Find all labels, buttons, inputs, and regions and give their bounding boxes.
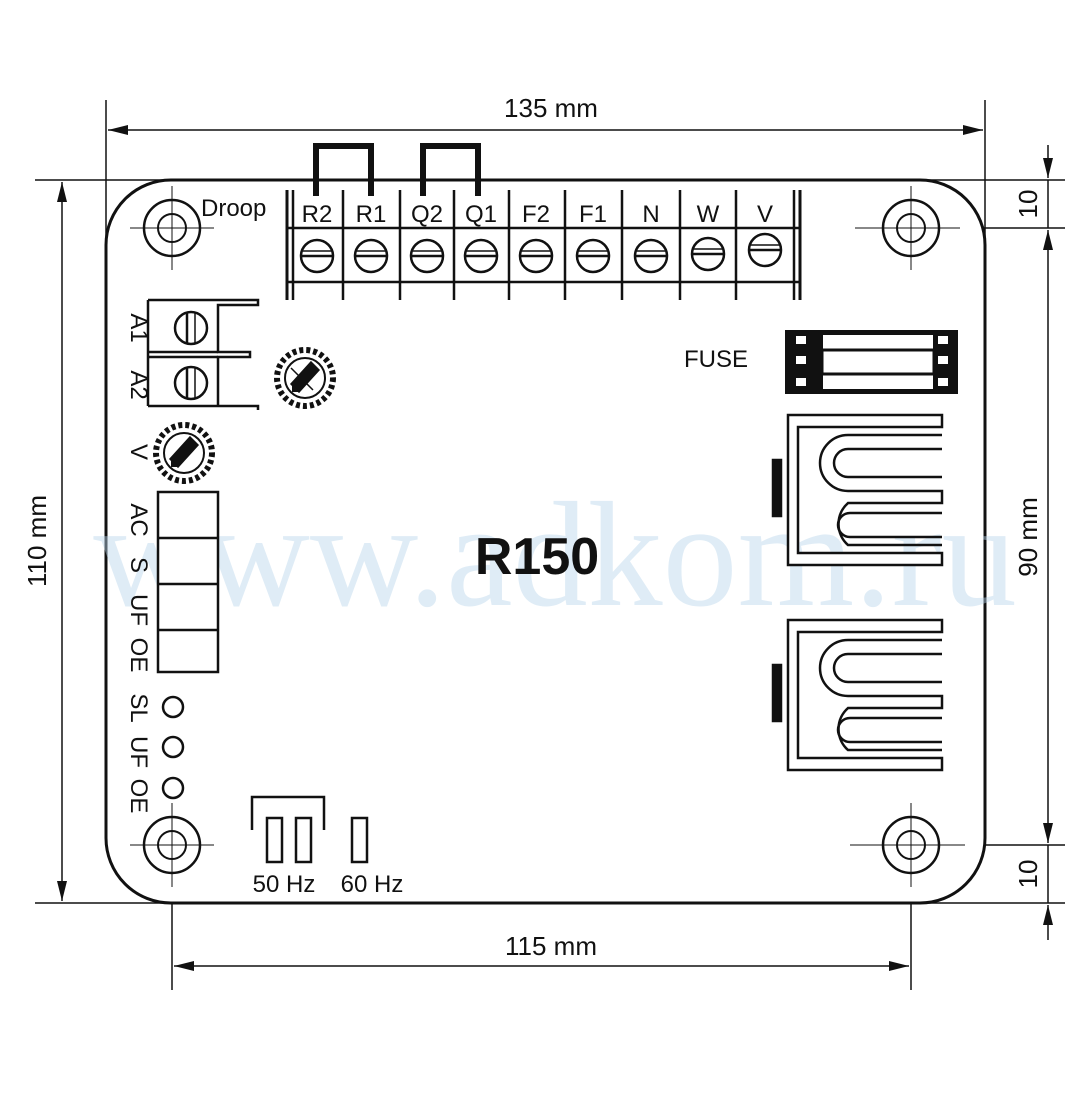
fuse-label: FUSE <box>684 346 748 373</box>
terminal-label-n: N <box>642 201 659 228</box>
fuse-holder-icon <box>785 330 958 394</box>
screw-icon <box>173 365 209 401</box>
mounting-hole-top-right <box>855 186 960 270</box>
led-label-sl: SL <box>125 693 152 722</box>
mounting-hole-top-left <box>130 186 214 270</box>
connector-label-s: S <box>125 557 152 573</box>
connector-label-uf: UF <box>125 594 152 626</box>
connector-label-ac: AC <box>125 503 152 536</box>
heatsink-clip-upper <box>771 413 944 567</box>
led-uf-icon <box>161 735 185 759</box>
jumper-q2-q1 <box>420 143 481 196</box>
terminal-label-a2: A2 <box>125 370 152 399</box>
model-label: R150 <box>475 528 599 586</box>
terminal-label-q1: Q1 <box>465 201 497 228</box>
stability-potentiometer-icon <box>274 347 336 409</box>
dimension-lines <box>35 100 1065 990</box>
terminal-label-a1: A1 <box>125 313 152 342</box>
frequency-jumper <box>250 795 369 864</box>
status-leds <box>161 695 185 800</box>
screw-icon <box>633 238 669 274</box>
connector-label-oe: OE <box>125 638 152 673</box>
right-height-label: 90 mm <box>1013 497 1043 576</box>
voltage-potentiometer-icon <box>153 422 215 484</box>
freq-label-50hz: 50 Hz <box>253 871 316 898</box>
screw-icon <box>173 310 209 346</box>
screw-icon <box>353 238 389 274</box>
screw-icon <box>575 238 611 274</box>
terminal-label-r2: R2 <box>302 201 333 228</box>
led-label-oe: OE <box>125 779 152 814</box>
top-width-label: 135 mm <box>504 93 598 123</box>
led-label-uf: UF <box>125 736 152 768</box>
bottom-width-label: 115 mm <box>505 931 597 961</box>
led-sl-icon <box>161 695 185 719</box>
screw-icon <box>409 238 445 274</box>
jumper-r2-r1 <box>313 143 374 196</box>
screw-icon <box>518 238 554 274</box>
terminal-label-r1: R1 <box>356 201 387 228</box>
left-height-label: 110 mm <box>22 495 52 587</box>
terminal-label-w: W <box>697 201 720 228</box>
terminal-label-f2: F2 <box>522 201 550 228</box>
screw-icon <box>690 236 726 272</box>
mounting-hole-bottom-right <box>850 803 965 887</box>
right-bottom-offset-label: 10 <box>1013 860 1043 889</box>
freq-label-60hz: 60 Hz <box>341 871 404 898</box>
option-connector <box>156 490 220 674</box>
top-terminal-block <box>285 190 802 300</box>
terminal-screws <box>299 232 783 274</box>
terminal-labels: R2 R1 Q2 Q1 F2 F1 N W V <box>302 201 773 228</box>
screw-icon <box>299 238 335 274</box>
screw-icon <box>747 232 783 268</box>
jumpers <box>313 143 481 196</box>
screw-icon <box>463 238 499 274</box>
terminal-label-f1: F1 <box>579 201 607 228</box>
mounting-holes <box>130 186 965 887</box>
mounting-hole-bottom-left <box>130 803 214 887</box>
led-oe-icon <box>161 776 185 800</box>
pot-label-v: V <box>125 444 152 460</box>
terminal-label-q2: Q2 <box>411 201 443 228</box>
terminal-label-v: V <box>757 201 773 228</box>
heatsink-clip-lower <box>771 618 944 772</box>
droop-label: Droop <box>201 195 266 222</box>
right-top-offset-label: 10 <box>1013 190 1043 219</box>
a1-a2-terminal-block <box>146 298 260 410</box>
